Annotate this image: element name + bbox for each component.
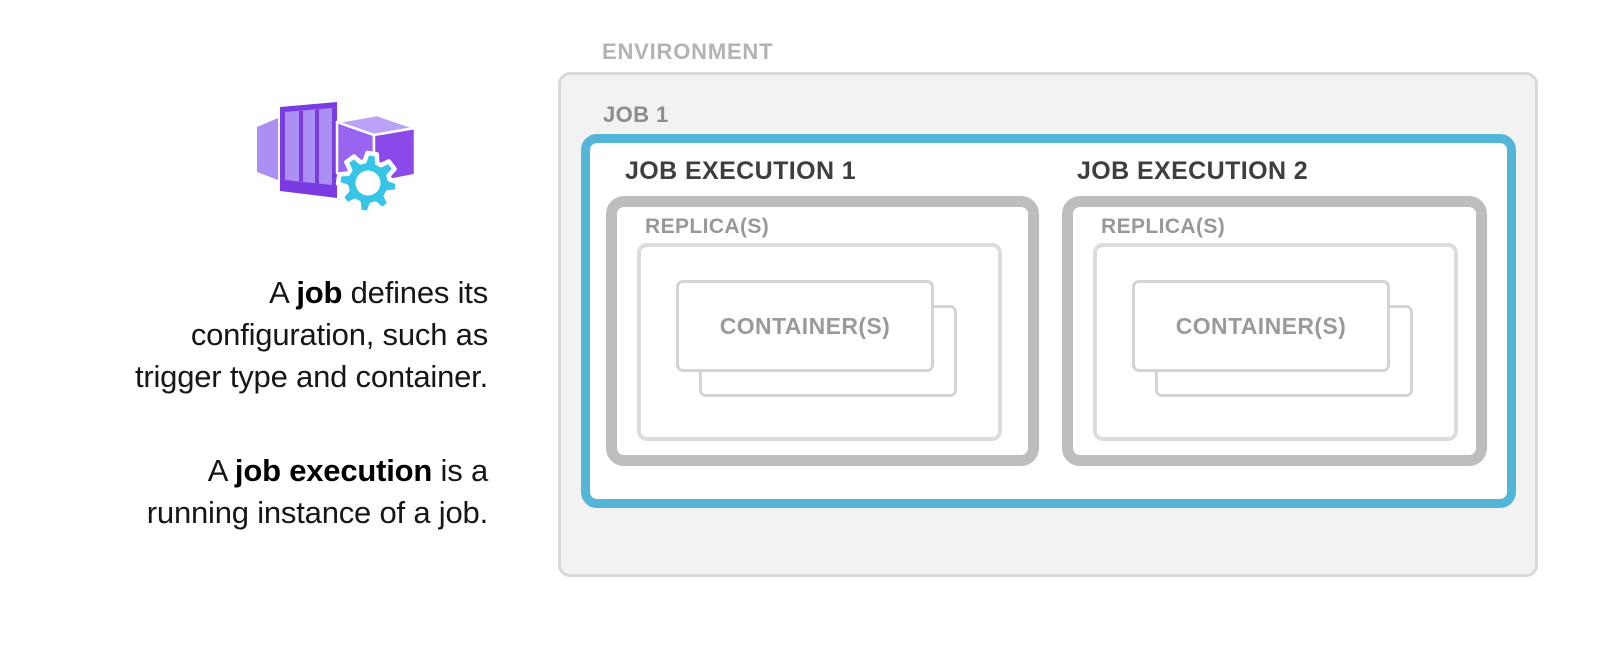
replicas-box-2: CONTAINER(S) <box>1093 243 1458 441</box>
container-apps-job-icon <box>257 102 417 216</box>
text-fragment: defines its <box>342 275 489 310</box>
job-execution-2-box: REPLICA(S) CONTAINER(S) <box>1062 196 1487 466</box>
job-keyword: job <box>296 275 343 310</box>
job-box: JOB EXECUTION 1 JOB EXECUTION 2 REPLICA(… <box>581 134 1516 508</box>
text-line-4: A job execution is a <box>30 450 488 492</box>
job-execution-paragraph: A job execution is a running instance of… <box>30 450 488 534</box>
text-fragment: A <box>269 275 297 310</box>
job-execution-keyword: job execution <box>234 453 433 488</box>
containers-label-2: CONTAINER(S) <box>1175 312 1347 339</box>
text-line-5: running instance of a job. <box>146 495 488 530</box>
environment-box: JOB 1 JOB EXECUTION 1 JOB EXECUTION 2 RE… <box>558 72 1538 577</box>
job-execution-1-title: JOB EXECUTION 1 <box>625 157 857 185</box>
job-execution-1-box: REPLICA(S) CONTAINER(S) <box>606 196 1039 466</box>
replicas-box-1: CONTAINER(S) <box>637 243 1002 441</box>
text-fragment: A <box>207 453 235 488</box>
text-line-3: trigger type and container. <box>134 359 488 394</box>
gear-hole <box>355 170 381 196</box>
job-execution-2-title: JOB EXECUTION 2 <box>1077 157 1309 185</box>
replicas-label-1: REPLICA(S) <box>645 215 770 238</box>
containers-card-1: CONTAINER(S) <box>676 280 934 372</box>
replicas-label-2: REPLICA(S) <box>1101 215 1226 238</box>
icon-left-slab <box>257 118 278 180</box>
environment-label: ENVIRONMENT <box>602 39 774 64</box>
text-line-1: A job defines its <box>30 272 488 314</box>
icon-panel-divider-2 <box>315 109 319 184</box>
text-fragment: is a <box>432 453 489 488</box>
icon-middle-container-front <box>285 108 332 185</box>
job-definition-paragraph: A job defines its configuration, such as… <box>30 272 488 398</box>
text-line-2: configuration, such as <box>190 317 488 352</box>
icon-panel-divider-1 <box>299 111 303 182</box>
containers-card-2: CONTAINER(S) <box>1132 280 1390 372</box>
job-label: JOB 1 <box>603 102 669 127</box>
gear-icon <box>335 150 401 216</box>
description-text: A job defines its configuration, such as… <box>30 272 488 534</box>
containers-label-1: CONTAINER(S) <box>719 312 891 339</box>
